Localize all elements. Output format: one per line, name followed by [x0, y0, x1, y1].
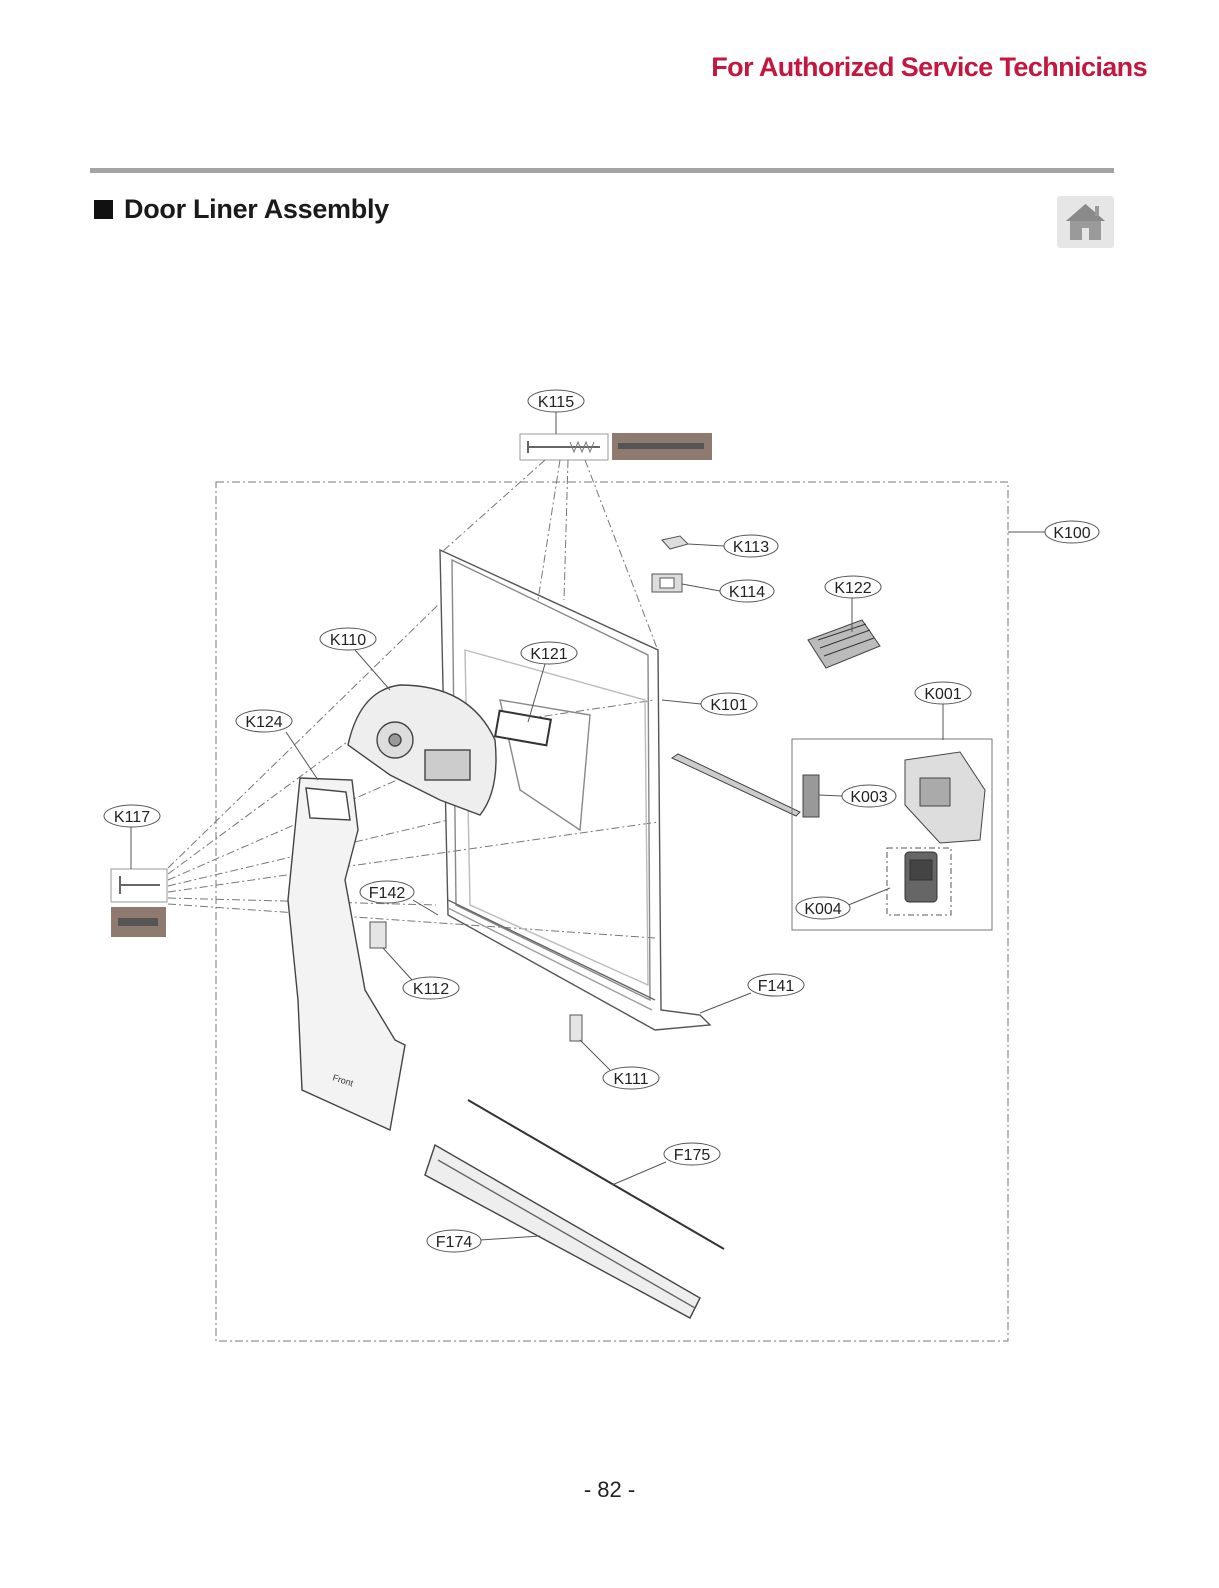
callout-label: K112 — [413, 981, 449, 998]
callout-k114[interactable]: K114 — [681, 579, 775, 603]
callout-k001[interactable]: K001 — [914, 681, 972, 740]
callout-label: K113 — [733, 539, 769, 556]
callout-k113[interactable]: K113 — [687, 534, 779, 558]
callout-label: K004 — [804, 901, 841, 918]
callout-k003[interactable]: K003 — [818, 784, 897, 808]
callout-f142[interactable]: F142 — [359, 880, 439, 916]
callout-label: K114 — [729, 584, 765, 601]
cover-k004 — [904, 851, 938, 903]
callout-label: K101 — [710, 697, 747, 714]
callout-k121[interactable]: K121 — [520, 641, 578, 723]
callout-k111[interactable]: K111 — [579, 1039, 660, 1090]
callout-k101[interactable]: K101 — [661, 692, 758, 716]
hinge-k111 — [569, 1014, 583, 1042]
button-k003 — [802, 774, 820, 818]
page-number: - 82 - — [583, 1477, 636, 1502]
square-bullet-icon — [94, 200, 113, 219]
callout-label: K003 — [850, 789, 887, 806]
callout-label: F174 — [436, 1234, 473, 1251]
callout-label: K115 — [538, 394, 574, 411]
callout-label: K001 — [924, 686, 961, 703]
callout-label: K122 — [834, 580, 871, 597]
callout-k122[interactable]: K122 — [824, 575, 882, 632]
home-button[interactable] — [1057, 196, 1114, 248]
screw-k115 — [519, 433, 712, 461]
callout-k124[interactable]: K124 — [235, 709, 319, 781]
callout-f174[interactable]: F174 — [426, 1229, 541, 1253]
section-title: Door Liner Assembly — [94, 194, 389, 225]
section-title-text: Door Liner Assembly — [124, 194, 389, 224]
dispenser-k110 — [347, 684, 497, 816]
window-k121 — [493, 709, 553, 747]
callout-k117[interactable]: K117 — [103, 804, 161, 869]
header-divider — [90, 168, 1114, 173]
bracket-k112 — [369, 921, 387, 949]
callout-k004[interactable]: K004 — [795, 887, 891, 920]
screw-k117 — [110, 868, 168, 937]
callout-label: K121 — [530, 646, 567, 663]
leader-lines — [167, 459, 659, 939]
header-note: For Authorized Service Technicians — [711, 52, 1147, 82]
duct-k124: Front — [287, 777, 406, 1132]
callout-label: F141 — [758, 978, 795, 995]
callout-k115[interactable]: K115 — [527, 389, 585, 434]
callout-k112[interactable]: K112 — [382, 947, 460, 1000]
callout-k100[interactable]: K100 — [1008, 520, 1100, 544]
vent-k122 — [807, 619, 881, 669]
callout-k110[interactable]: K110 — [319, 627, 391, 691]
callout-f141[interactable]: F141 — [699, 973, 805, 1014]
assembly-boundary — [215, 481, 1009, 1342]
callout-label: F142 — [369, 885, 406, 902]
callout-label: K124 — [245, 714, 282, 731]
callout-label: K110 — [330, 632, 366, 649]
holder-k114 — [651, 573, 683, 593]
home-icon — [1066, 204, 1105, 240]
callout-label: K117 — [114, 809, 150, 826]
control-board-k001 — [904, 751, 986, 844]
callout-label: K100 — [1053, 525, 1090, 542]
callout-f175[interactable]: F175 — [611, 1142, 721, 1186]
side-rail — [670, 753, 801, 817]
bottom-trim-f174 — [424, 1143, 701, 1319]
callout-label: F175 — [674, 1147, 711, 1164]
clip-k113 — [661, 535, 689, 550]
gasket-strip-f175 — [467, 1099, 725, 1250]
detail-box-k001 — [791, 738, 993, 931]
detail-box-k004 — [886, 847, 952, 916]
callout-label: K111 — [614, 1071, 649, 1088]
